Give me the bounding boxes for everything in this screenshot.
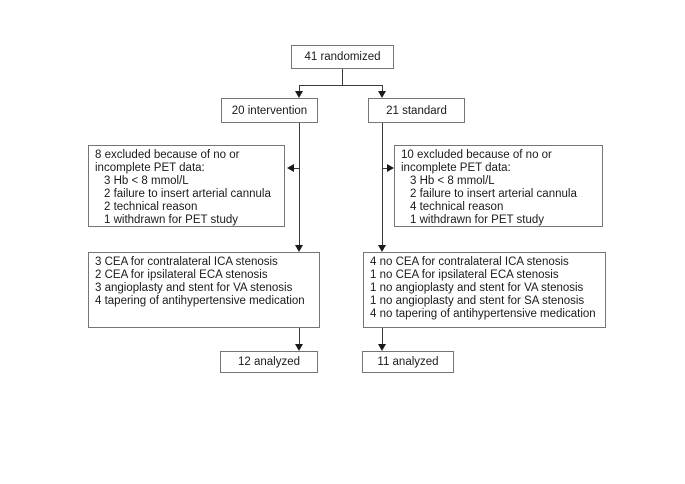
excluded-line: incomplete PET data: <box>95 162 205 174</box>
randomized-label: 41 randomized <box>304 51 381 63</box>
connector-to-excluded-standard <box>382 168 388 169</box>
excluded-item: 2 failure to insert arterial cannula <box>104 188 271 200</box>
excluded-item: 3 Hb < 8 mmol/L <box>104 175 189 187</box>
treatment-intervention-box: 3 CEA for contralateral ICA stenosis 2 C… <box>88 252 320 328</box>
arrowhead-excluded-standard <box>387 164 394 172</box>
arrowhead-intervention <box>295 91 303 98</box>
arrowhead-excluded-intervention <box>287 164 294 172</box>
standard-box: 21 standard <box>368 98 465 123</box>
excluded-item: 1 withdrawn for PET study <box>410 214 545 226</box>
treatment-item: 3 angioplasty and stent for VA stenosis <box>95 282 293 294</box>
randomized-box: 41 randomized <box>291 45 394 69</box>
treatment-item: 2 CEA for ipsilateral ECA stenosis <box>95 269 268 281</box>
excluded-item: 3 Hb < 8 mmol/L <box>410 175 495 187</box>
connector-to-analyzed-standard <box>382 328 383 345</box>
intervention-label: 20 intervention <box>231 104 308 117</box>
treatment-standard-box: 4 no CEA for contralateral ICA stenosis … <box>363 252 606 328</box>
connector-to-standard <box>382 85 383 93</box>
analyzed-label: 11 analyzed <box>377 356 439 368</box>
treatment-item: 1 no CEA for ipsilateral ECA stenosis <box>370 269 559 281</box>
treatment-item: 4 no tapering of antihypertensive medica… <box>370 308 596 320</box>
connector-standard-spine <box>382 123 383 246</box>
excluded-item: 1 withdrawn for PET study <box>104 214 239 226</box>
connector-randomized-split <box>342 69 343 86</box>
excluded-standard-box: 10 excluded because of no or incomplete … <box>394 145 603 227</box>
treatment-item: 4 tapering of antihypertensive medicatio… <box>95 295 305 307</box>
arrowhead-treatment-standard <box>378 245 386 252</box>
arrowhead-analyzed-standard <box>378 344 386 351</box>
excluded-item: 2 technical reason <box>104 201 198 213</box>
intervention-box: 20 intervention <box>221 98 318 123</box>
connector-to-analyzed-intervention <box>299 328 300 345</box>
connector-to-excluded-intervention <box>294 168 300 169</box>
connector-intervention-spine <box>299 123 300 246</box>
arrowhead-treatment-intervention <box>295 245 303 252</box>
connector-split-horizontal <box>299 85 383 86</box>
excluded-intervention-box: 8 excluded because of no or incomplete P… <box>88 145 285 227</box>
treatment-item: 1 no angioplasty and stent for VA stenos… <box>370 282 584 294</box>
arrowhead-analyzed-intervention <box>295 344 303 351</box>
connector-to-intervention <box>299 85 300 93</box>
analyzed-standard-box: 11 analyzed <box>362 351 454 373</box>
standard-label: 21 standard <box>386 104 447 117</box>
excluded-item: 2 failure to insert arterial cannula <box>410 188 577 200</box>
treatment-item: 1 no angioplasty and stent for SA stenos… <box>370 295 585 307</box>
treatment-item: 4 no CEA for contralateral ICA stenosis <box>370 256 569 268</box>
analyzed-intervention-box: 12 analyzed <box>220 351 318 373</box>
analyzed-label: 12 analyzed <box>237 356 301 368</box>
treatment-item: 3 CEA for contralateral ICA stenosis <box>95 256 278 268</box>
arrowhead-standard <box>378 91 386 98</box>
excluded-line: 8 excluded because of no or <box>95 149 240 161</box>
excluded-item: 4 technical reason <box>410 201 504 213</box>
excluded-line: incomplete PET data: <box>401 162 511 174</box>
excluded-line: 10 excluded because of no or <box>401 149 552 161</box>
